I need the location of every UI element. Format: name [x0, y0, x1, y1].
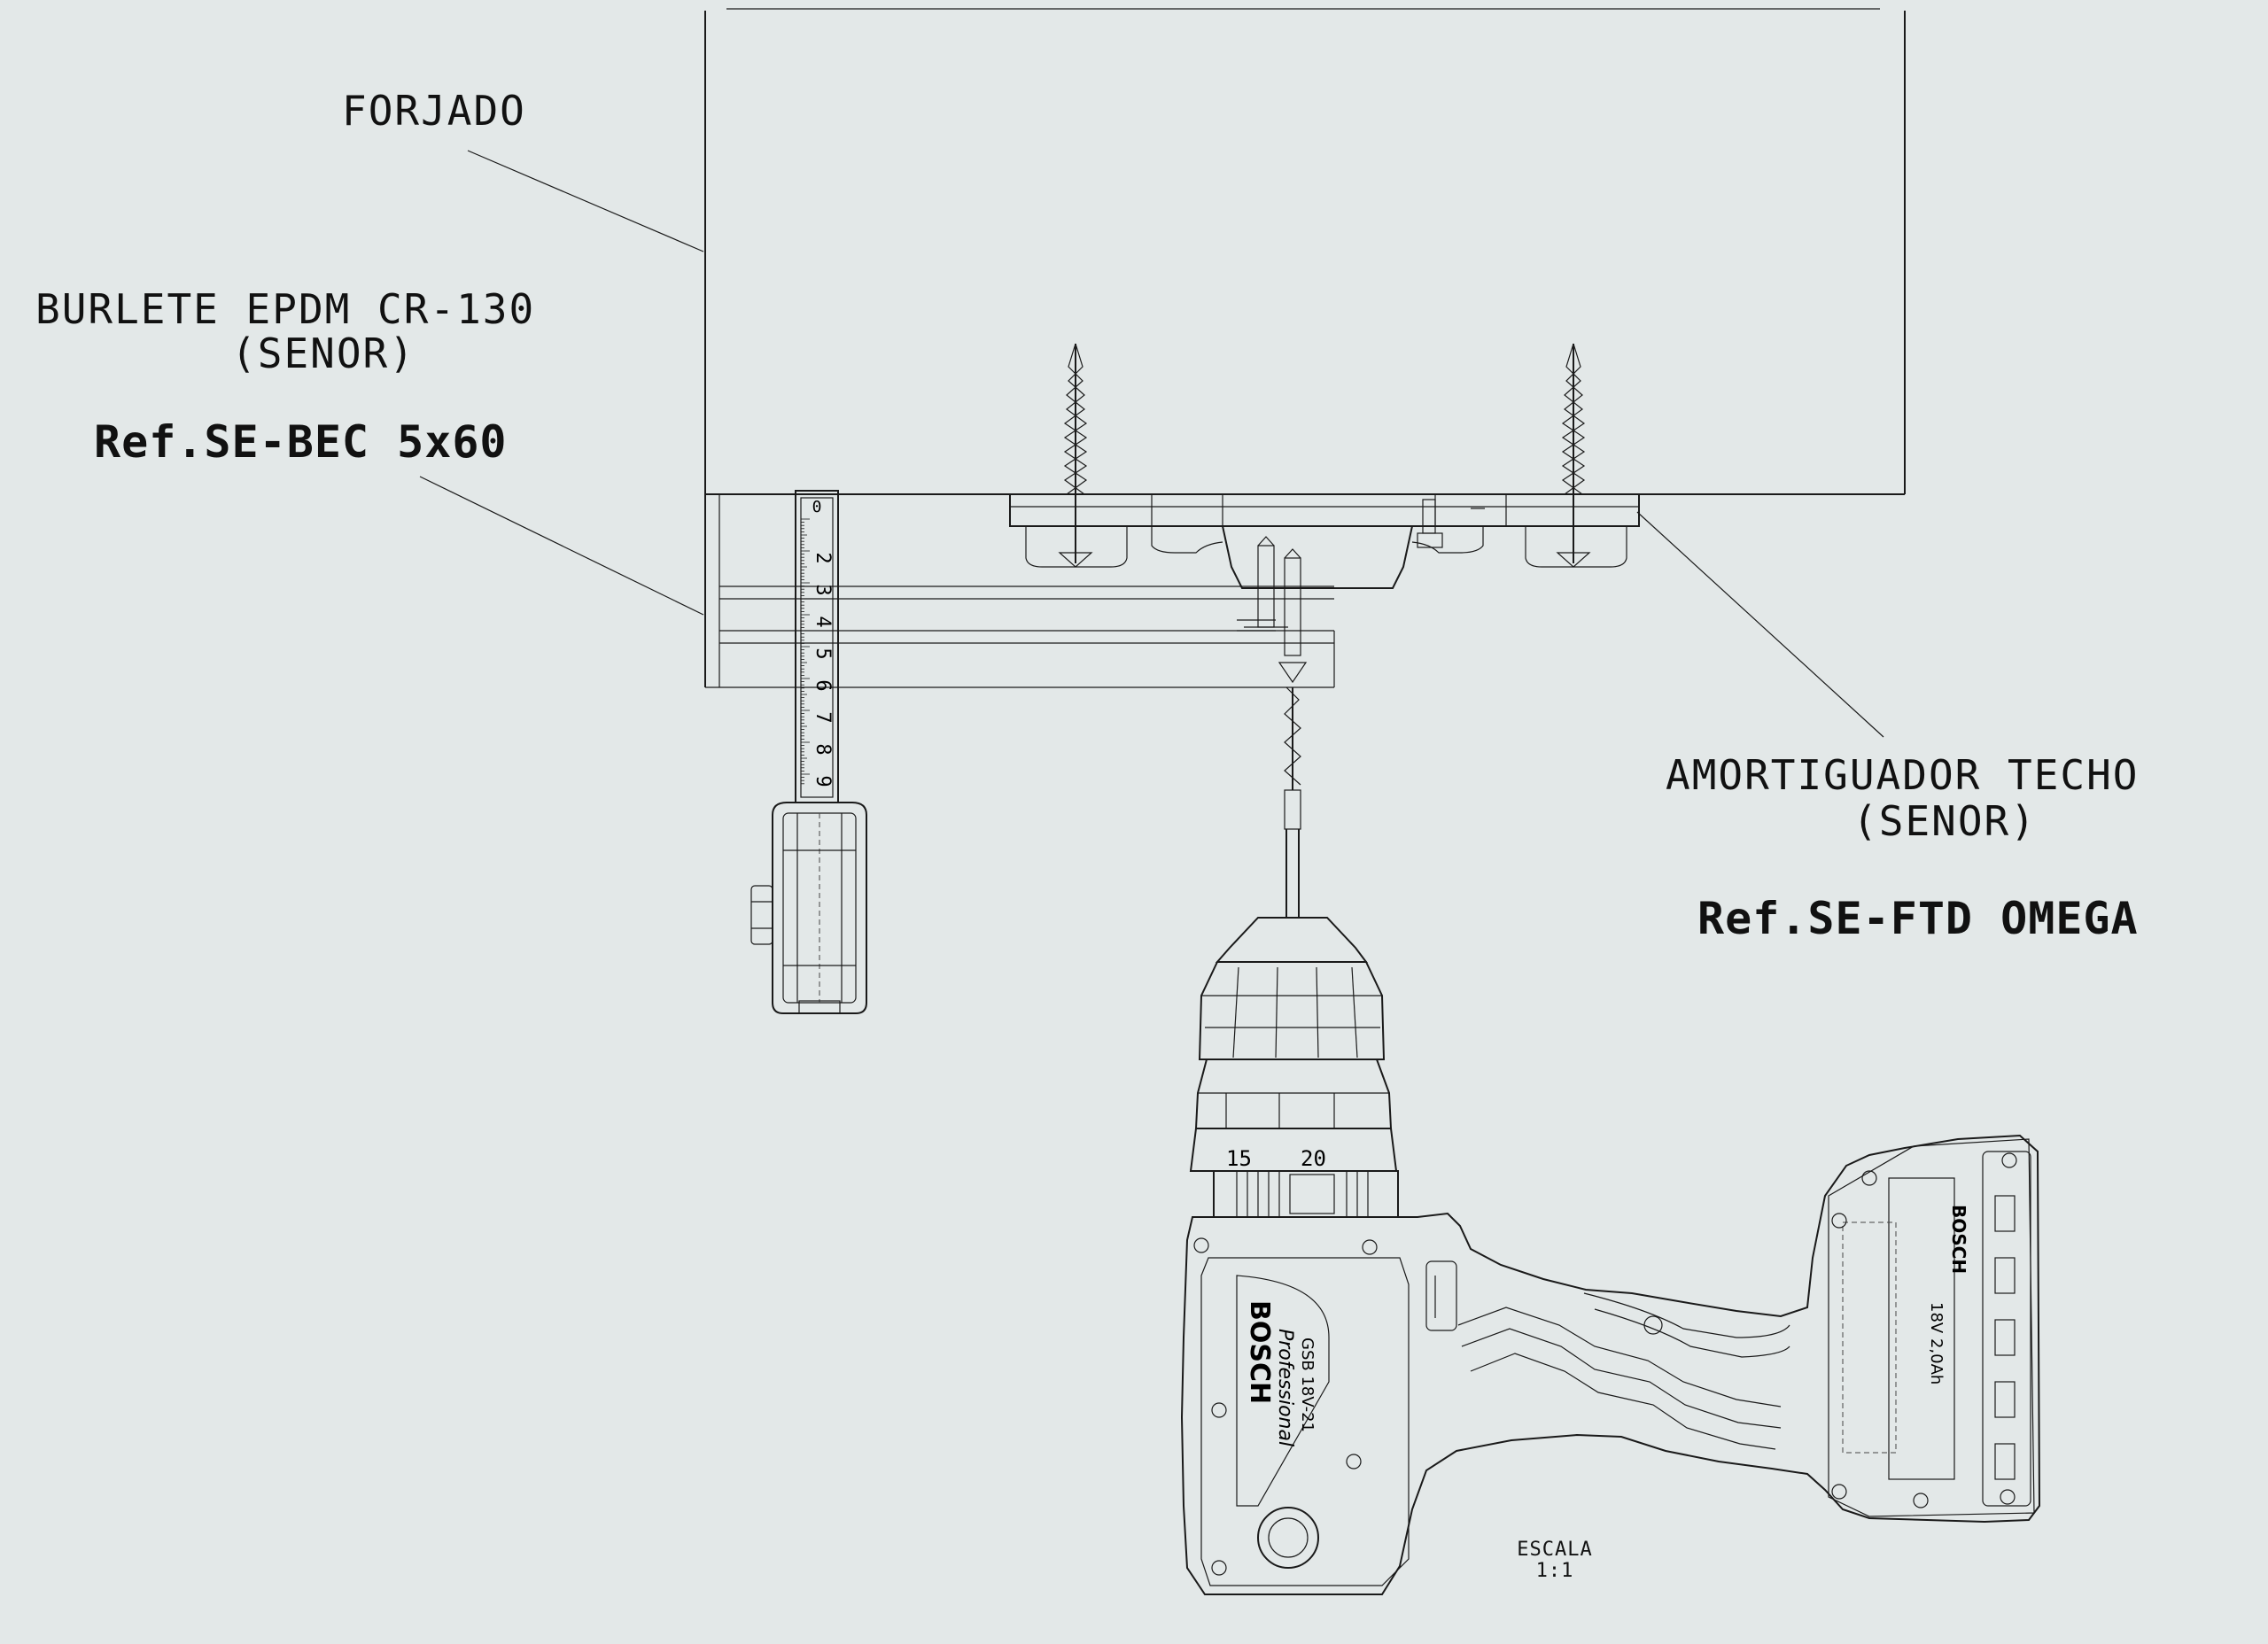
tape-mark: 0: [812, 498, 822, 516]
gasket-profile: [704, 494, 1335, 688]
tape-mark: 6: [812, 679, 834, 691]
tape-mark: 4: [812, 616, 834, 627]
tape-measure-icon: 0 2 3 4 5 6 7 8 9: [750, 490, 867, 1014]
scale-value: 1:1: [1535, 1560, 1574, 1582]
screw-icon: [1244, 536, 1288, 628]
drill-torque-high: 20: [1301, 1146, 1326, 1171]
gasket-brand-label: (SENOR): [231, 330, 416, 377]
tape-mark: 3: [812, 584, 834, 595]
ceiling-damper: [1009, 493, 1640, 589]
tape-mark: 2: [812, 552, 834, 563]
drill-torque-low: 15: [1226, 1146, 1252, 1171]
battery-spec-text: 18V 2,0Ah: [1927, 1302, 1946, 1384]
damper-name-label: AMORTIGUADOR TECHO: [1666, 751, 2140, 799]
drill-model-text: GSB 18V-21: [1298, 1338, 1317, 1432]
slab: [704, 8, 1906, 495]
drill-brand-text: BOSCH: [1244, 1300, 1275, 1404]
screw-icon: [1278, 548, 1308, 790]
scale-title: ESCALA: [1517, 1539, 1593, 1561]
tape-mark: 9: [812, 775, 834, 787]
tape-mark: 5: [812, 648, 834, 659]
tape-mark: 7: [812, 711, 834, 723]
gasket-name-label: BURLETE EPDM CR-130: [35, 285, 536, 333]
screw-icon: [1556, 343, 1591, 568]
cordless-drill-icon: 20 15: [1180, 789, 2041, 1595]
leader-lines: [419, 150, 1884, 738]
damper-ref-label: Ref.SE-FTD OMEGA: [1697, 893, 2139, 944]
damper-brand-label: (SENOR): [1852, 797, 2037, 845]
gasket-ref-label: Ref.SE-BEC 5x60: [94, 416, 508, 468]
slab-label: FORJADO: [342, 87, 526, 135]
drill-line-text: Professional: [1274, 1329, 1296, 1446]
screw-icon: [1058, 343, 1093, 568]
battery-brand-text: BOSCH: [1948, 1205, 1969, 1274]
tape-mark: 8: [812, 743, 834, 755]
